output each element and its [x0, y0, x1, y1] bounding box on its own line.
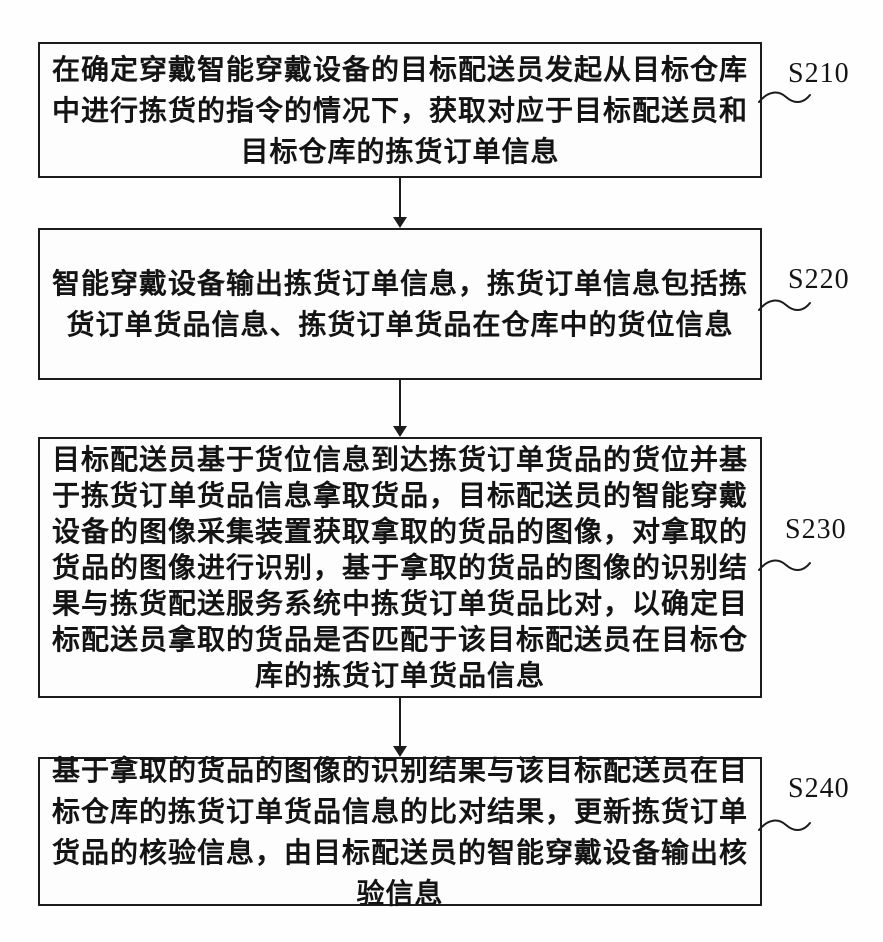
step-text-s230: 目标配送员基于货位信息到达拣货订单货品的货位并基于拣货订单货品信息拿取货品，目标…	[52, 442, 749, 692]
step-label-s240: S240	[788, 773, 850, 804]
step-box-s240: 基于拿取的货品的图像的识别结果与该目标配送员在目标仓库的拣货订单货品信息的比对结…	[38, 754, 762, 910]
step-box-s230: 目标配送员基于货位信息到达拣货订单货品的货位并基于拣货订单货品信息拿取货品，目标…	[38, 437, 762, 698]
step-label-s230: S230	[785, 514, 847, 545]
lead-line-squiggle-s220	[758, 299, 811, 311]
step-text-s210: 在确定穿戴智能穿戴设备的目标配送员发起从目标仓库中进行拣货的指令的情况下，获取对…	[52, 52, 749, 168]
step-text-s240: 基于拿取的货品的图像的识别结果与该目标配送员在目标仓库的拣货订单货品信息的比对结…	[52, 753, 749, 910]
flow-arrow-3	[393, 698, 407, 757]
step-text-s220: 智能穿戴设备输出拣货订单信息，拣货订单信息包括拣货订单货品信息、拣货订单货品在仓…	[52, 267, 749, 341]
lead-line-squiggle-s210	[758, 91, 811, 103]
step-label-s220: S220	[788, 264, 850, 295]
step-label-s210: S210	[788, 58, 850, 89]
lead-line-squiggle-s230	[758, 559, 811, 571]
step-box-s210: 在确定穿戴智能穿戴设备的目标配送员发起从目标仓库中进行拣货的指令的情况下，获取对…	[38, 42, 762, 178]
flow-arrow-2	[393, 380, 407, 437]
flow-arrow-1	[393, 178, 407, 228]
step-box-s220: 智能穿戴设备输出拣货订单信息，拣货订单信息包括拣货订单货品信息、拣货订单货品在仓…	[38, 228, 762, 380]
lead-line-squiggle-s240	[758, 819, 811, 831]
